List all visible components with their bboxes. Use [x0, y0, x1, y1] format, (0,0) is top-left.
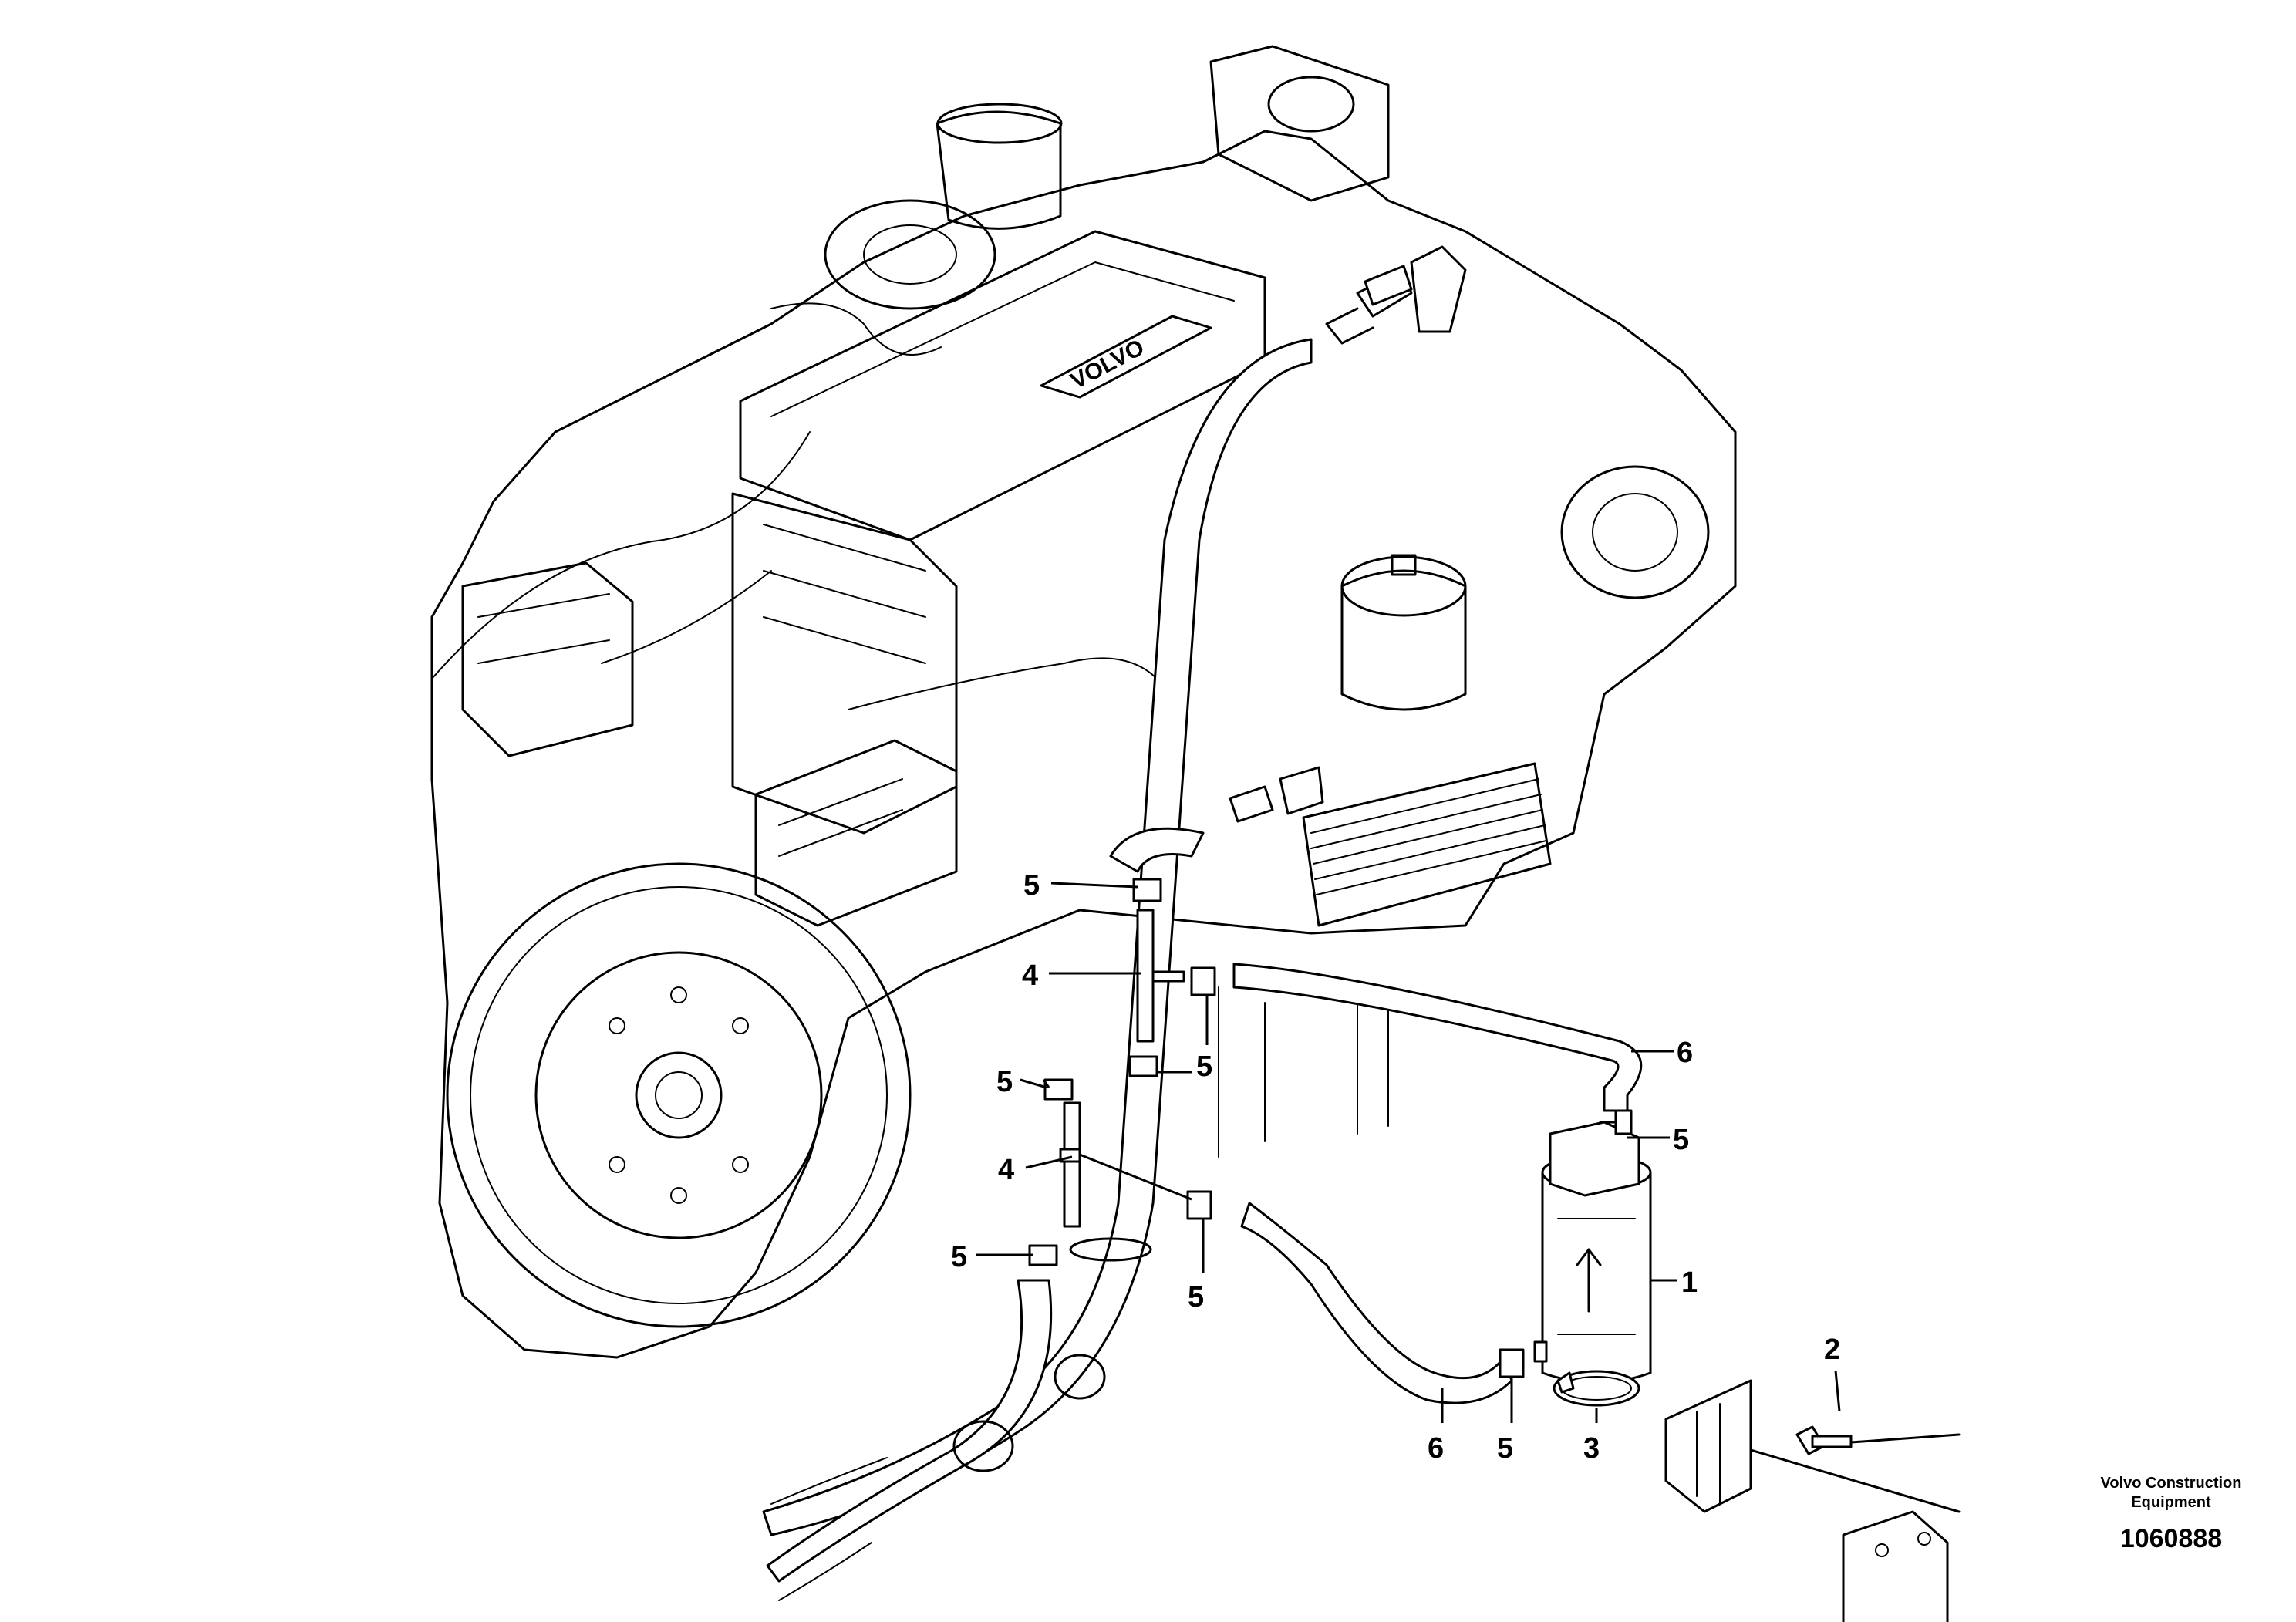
- oil-separator-part: [1533, 1109, 1652, 1384]
- hose-assembly: [762, 265, 1643, 1601]
- credit-line-1: Volvo Construction: [2101, 1475, 2242, 1492]
- callout-5-top: 5: [1023, 869, 1040, 902]
- credit-line-2: Equipment: [2131, 1494, 2211, 1511]
- drawing-number: 1060888: [2120, 1524, 2222, 1553]
- leader-lines: [976, 882, 1841, 1423]
- callout-labels: 5 4 5 6 5 5 4 1 5 5 2 6 5 3: [951, 869, 1840, 1465]
- callout-5-bottom: 5: [1497, 1432, 1513, 1465]
- callout-5-lower-left: 5: [951, 1241, 967, 1273]
- bracket-assembly: [1553, 1370, 1961, 1622]
- callout-5-mid-right: 5: [1196, 1050, 1212, 1083]
- callout-6-bottom: 6: [1428, 1432, 1444, 1465]
- callout-4-lower: 4: [998, 1154, 1014, 1186]
- callout-4-upper: 4: [1022, 959, 1038, 992]
- callout-5-lower-center: 5: [1188, 1281, 1204, 1313]
- callout-2: 2: [1824, 1334, 1840, 1366]
- callout-5-right: 5: [1673, 1124, 1689, 1156]
- callout-1: 1: [1681, 1266, 1698, 1299]
- engine-illustration: VOLVO: [430, 45, 1737, 1359]
- callout-5-mid-left: 5: [996, 1066, 1013, 1098]
- callout-6-right: 6: [1677, 1037, 1693, 1069]
- callout-3: 3: [1583, 1432, 1600, 1465]
- volvo-logo-text: VOLVO: [1067, 335, 1148, 394]
- title-block: Volvo Construction Equipment 1060888: [2101, 1475, 2242, 1553]
